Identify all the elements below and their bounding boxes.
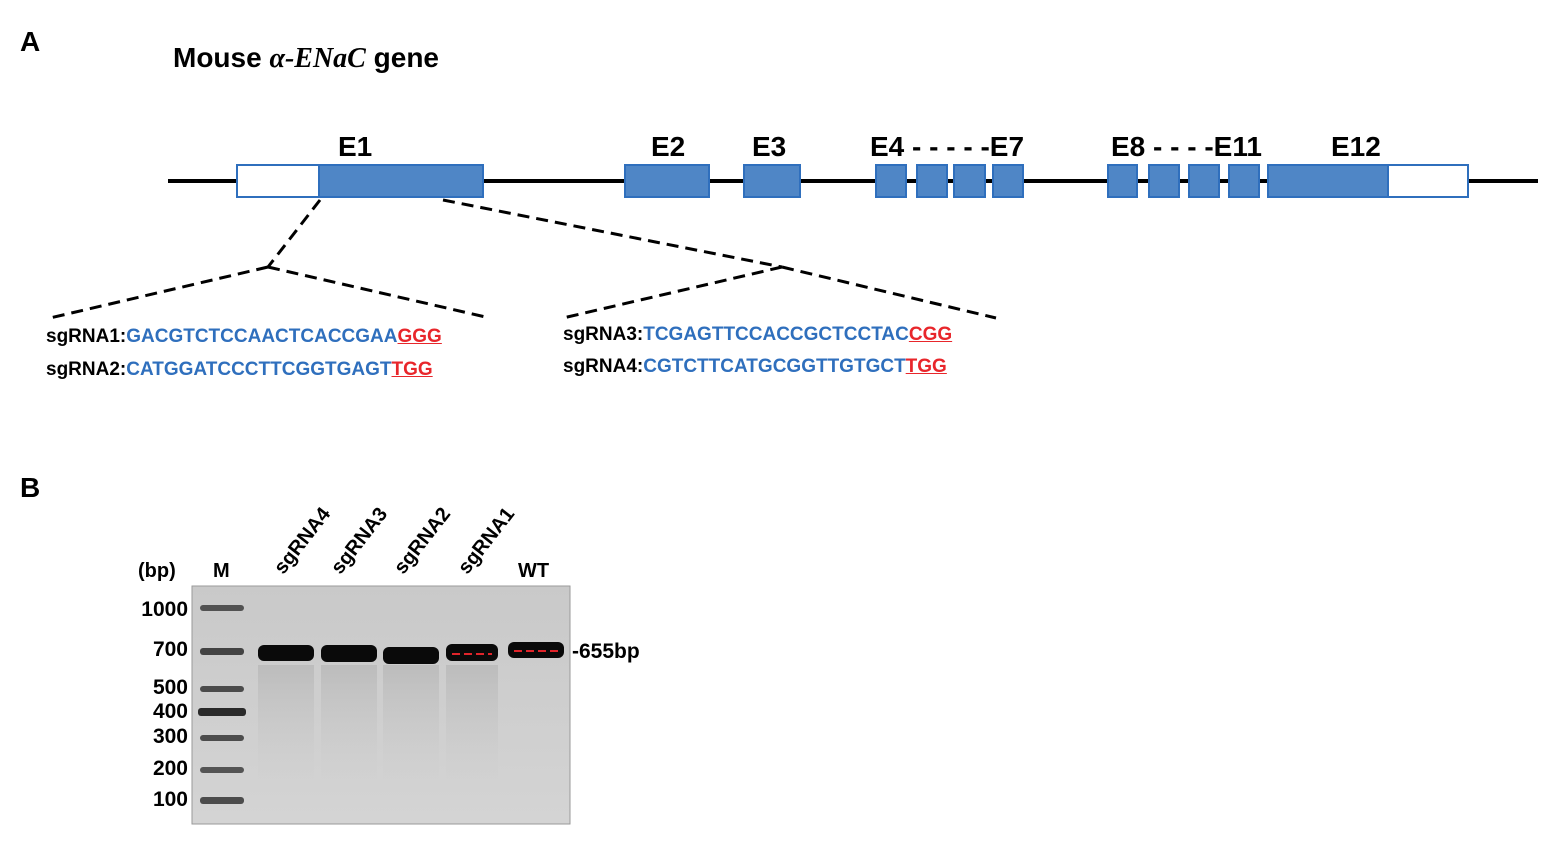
exon-e7 (992, 164, 1024, 198)
marker-size-700: 700 (152, 638, 188, 661)
e1-utr (236, 164, 320, 198)
panel-b-label: B (20, 472, 41, 503)
gel-background (191, 585, 571, 825)
title-suffix: gene (365, 42, 439, 73)
exon-e9 (1148, 164, 1180, 198)
sgrna4-name: sgRNA4: (563, 356, 644, 377)
ladder-band-300 (200, 735, 244, 741)
label-e3: E3 (752, 131, 787, 162)
ladder-band-1000 (200, 605, 244, 611)
band-sgrna1 (446, 644, 498, 661)
lane-smear-3 (383, 665, 439, 795)
marker-ladder (198, 605, 246, 804)
ladder-band-500 (200, 686, 244, 692)
band-sgrna4 (258, 645, 314, 661)
sgrna3-seq: TCGAGTTCCACCGCTCCTAC (643, 324, 909, 345)
sgrna1-name: sgRNA1: (46, 326, 127, 347)
exon-e3 (743, 164, 801, 198)
sgrna3-pam: CGG (908, 324, 953, 345)
zoom-lines-left (49, 199, 491, 320)
lane-label-wt: WT (518, 560, 550, 582)
sgrna1-pam: GGG (397, 326, 442, 347)
sgrna3-name: sgRNA3: (563, 324, 644, 345)
band-wt (508, 642, 564, 658)
saturation-marks (452, 650, 558, 655)
exon-e8 (1107, 164, 1138, 198)
sgrna2-seq: CATGGATCCCTTCGGTGAGT (126, 359, 392, 380)
marker-size-1000: 1000 (141, 598, 188, 621)
panel-a-label: A (20, 26, 41, 57)
label-e1: E1 (338, 131, 373, 162)
sgrna2-line: sgRNA2:CATGGATCCCTTCGGTGAGTTGG (46, 359, 433, 381)
exon-e1 (318, 164, 484, 198)
sgrna2-pam: TGG (391, 359, 433, 380)
label-e8-e11: E8 - - - -E11 (1111, 131, 1262, 162)
marker-size-500: 500 (152, 676, 188, 699)
zoom-lines-right (442, 198, 997, 320)
label-e4-e7: E4 - - - - -E7 (870, 131, 1025, 162)
sgrna1-seq: GACGTCTCCAACTCACCGAA (126, 326, 398, 347)
band-sgrna2 (383, 647, 439, 664)
marker-lane-label: M (213, 560, 230, 582)
label-e2: E2 (651, 131, 686, 162)
ladder-band-400 (198, 708, 246, 716)
sgrna1-line: sgRNA1:GACGTCTCCAACTCACCGAAGGG (46, 326, 442, 348)
gene-title: Mouse α-ENaC gene (173, 42, 439, 75)
exon-e5 (916, 164, 948, 198)
title-prefix: Mouse (173, 42, 270, 73)
title-gene: α-ENaC (269, 43, 366, 74)
e12-utr (1387, 164, 1469, 198)
exon-e10 (1188, 164, 1220, 198)
exon-e11 (1228, 164, 1260, 198)
marker-size-300: 300 (152, 725, 188, 748)
sgrna4-pam: TGG (905, 356, 947, 377)
sgrna4-line: sgRNA4:CGTCTTCATGCGGTTGTGCTTGG (563, 356, 947, 378)
ladder-band-700 (200, 648, 244, 655)
band-size-label: -655bp (572, 640, 640, 663)
exon-e2 (624, 164, 710, 198)
lane-smear-4 (446, 665, 498, 795)
exon-e4 (875, 164, 907, 198)
sgrna4-seq: CGTCTTCATGCGGTTGTGCT (643, 356, 906, 377)
marker-size-100: 100 (152, 788, 188, 811)
ladder-band-100 (200, 797, 244, 804)
exon-e6 (953, 164, 986, 198)
sgrna2-name: sgRNA2: (46, 359, 127, 380)
lane-smear-2 (321, 665, 377, 795)
band-sgrna3 (321, 645, 377, 662)
label-e12: E12 (1331, 131, 1381, 162)
marker-size-200: 200 (152, 757, 188, 780)
sgrna3-line: sgRNA3:TCGAGTTCCACCGCTCCTACCGG (563, 324, 952, 346)
bp-unit-label: (bp) (138, 560, 176, 582)
ladder-band-200 (200, 767, 244, 773)
marker-size-400: 400 (152, 700, 188, 723)
lane-smear-1 (258, 665, 314, 795)
